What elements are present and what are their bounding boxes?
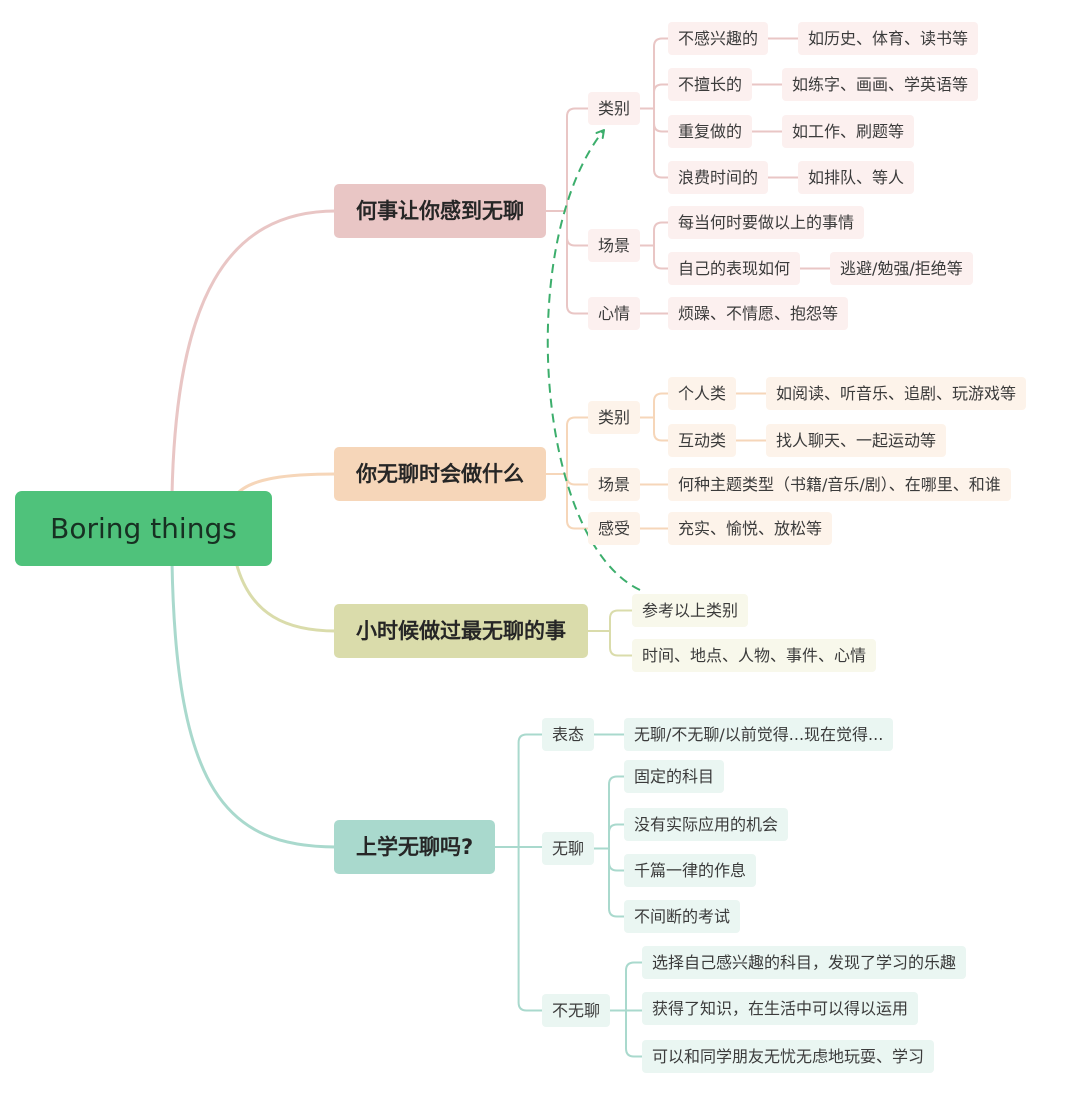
- b1-category-item: 不感兴趣的: [668, 22, 769, 55]
- connector-b4-boring-reason: [593, 823, 625, 850]
- b1-mood-item: 烦躁、不情愿、抱怨等: [668, 297, 849, 330]
- b1-category-example: 如工作、刷题等: [782, 115, 915, 148]
- connector-b2-category-item: [639, 392, 669, 419]
- b2-scene-item: 何种主题类型（书籍/音乐/剧）、在哪里、和谁: [668, 468, 1011, 501]
- b4-stance-item: 无聊/不无聊/以前觉得...现在觉得...: [624, 718, 894, 751]
- b4-not-boring-reason: 选择自己感兴趣的科目，发现了学习的乐趣: [642, 946, 967, 979]
- connector-b2-category-item: [639, 416, 669, 442]
- b1-category-example: 如排队、等人: [798, 161, 915, 194]
- b2-category-row: 个人类 如阅读、听音乐、追剧、玩游戏等: [668, 377, 1027, 410]
- b1-category-row: 浪费时间的 如排队、等人: [668, 161, 915, 194]
- b1-category-row: 重复做的 如工作、刷题等: [668, 115, 915, 148]
- b2-category-topic: 类别: [588, 401, 641, 434]
- b3-detail-item: 时间、地点、人物、事件、心情: [632, 639, 877, 672]
- b4-not-boring-reason: 获得了知识，在生活中可以得以运用: [642, 992, 919, 1025]
- connector-b1-scene-item: [639, 221, 669, 247]
- b1-category-topic: 类别: [588, 92, 641, 125]
- connector-b2-category-topic: [545, 416, 589, 475]
- connector-b1-category-item: [639, 107, 669, 179]
- sub-connectors: [494, 37, 832, 1058]
- b1-scene-item: 每当何时要做以上的事情: [668, 206, 865, 239]
- b1-category-row: 不感兴趣的 如历史、体育、读书等: [668, 22, 979, 55]
- b1-scene-reaction: 逃避/勉强/拒绝等: [830, 252, 973, 285]
- connector-b3-reference-item: [587, 609, 633, 632]
- b1-scene-item: 自己的表现如何: [668, 252, 801, 285]
- b4-boring-reason: 固定的科目: [624, 760, 725, 793]
- connector-b1-category-item: [639, 83, 669, 110]
- b1-scene-topic: 场景: [588, 229, 641, 262]
- trunk-connector-what-bores-you: [170, 209, 338, 497]
- b1-category-item: 浪费时间的: [668, 161, 769, 194]
- b1-category-item: 不擅长的: [668, 68, 753, 101]
- connector-b1-mood-topic: [545, 210, 589, 315]
- connector-b4-boring-reason: [593, 847, 625, 918]
- trunk-connector-is-school-boring: [170, 560, 338, 849]
- b2-scene-topic: 场景: [588, 468, 641, 501]
- b2-category-row: 互动类 找人聊天、一起运动等: [668, 424, 947, 457]
- b1-mood-topic: 心情: [588, 297, 641, 330]
- connector-b4-not-boring-reason: [609, 961, 643, 1012]
- b2-feeling-topic: 感受: [588, 512, 641, 545]
- b2-category-item: 个人类: [668, 377, 737, 410]
- b4-boring-reason: 不间断的考试: [624, 900, 741, 933]
- b4-boring-reason: 没有实际应用的机会: [624, 808, 789, 841]
- connector-b4-boring-reason: [593, 775, 625, 850]
- connector-b4-not-boring-reason: [609, 1009, 643, 1058]
- b2-category-example: 找人聊天、一起运动等: [766, 424, 947, 457]
- branch-is-school-boring: 上学无聊吗?: [334, 820, 496, 874]
- b2-category-item: 互动类: [668, 424, 737, 457]
- connector-b1-category-item: [639, 37, 669, 110]
- b1-category-example: 如历史、体育、读书等: [798, 22, 979, 55]
- b2-category-example: 如阅读、听音乐、追剧、玩游戏等: [766, 377, 1027, 410]
- b4-not-boring-reason: 可以和同学朋友无忧无虑地玩耍、学习: [642, 1040, 935, 1073]
- connector-b3-detail-item: [587, 630, 633, 657]
- b4-not-boring-topic: 不无聊: [542, 994, 611, 1027]
- b2-feeling-item: 充实、愉悦、放松等: [668, 512, 833, 545]
- b4-boring-topic: 无聊: [542, 832, 595, 865]
- connector-b1-scene-item: [639, 244, 669, 270]
- b4-boring-reason: 千篇一律的作息: [624, 854, 757, 887]
- b1-scene-row: 自己的表现如何 逃避/勉强/拒绝等: [668, 252, 973, 285]
- branch-what-you-do-when-bored: 你无聊时会做什么: [334, 447, 546, 501]
- root-topic: Boring things: [15, 491, 272, 566]
- connector-b4-not-boring-topic: [494, 846, 543, 1012]
- branch-what-bores-you: 何事让你感到无聊: [334, 184, 546, 238]
- connector-b4-stance-topic: [494, 733, 543, 848]
- trunk-connector-childhood-boring-thing: [234, 560, 338, 633]
- b3-reference-item: 参考以上类别: [632, 594, 749, 627]
- b1-category-example: 如练字、画画、学英语等: [782, 68, 979, 101]
- b1-category-item: 重复做的: [668, 115, 753, 148]
- branch-most-boring-childhood-thing: 小时候做过最无聊的事: [334, 604, 588, 658]
- connector-b1-category-topic: [545, 107, 589, 212]
- connector-b2-feeling-topic: [545, 473, 589, 530]
- reference-arrow: [546, 129, 641, 591]
- trunk-connector-what-you-do-when-bored: [234, 472, 338, 497]
- b1-category-row: 不擅长的 如练字、画画、学英语等: [668, 68, 979, 101]
- b4-stance-topic: 表态: [542, 718, 595, 751]
